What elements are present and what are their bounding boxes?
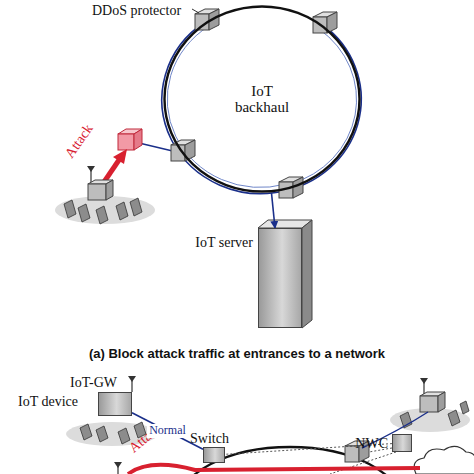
drawing-part: [64, 200, 76, 218]
drawing-part: [116, 202, 128, 220]
cloud-symbol: [414, 446, 474, 474]
ddos-protector-box: [118, 129, 142, 150]
drawing-part: [130, 198, 142, 216]
network-box: NWC: [392, 434, 412, 452]
annotation-label: IoT device: [18, 394, 78, 409]
switch-symbol: [171, 140, 195, 161]
drawing-part: [420, 378, 428, 384]
attack-line: [128, 465, 420, 474]
node-label: IoT-GW: [70, 375, 117, 390]
iot-device-symbols: [400, 401, 469, 428]
node-label: Switch: [190, 431, 229, 446]
figure-caption: (a) Block attack traffic at entrances to…: [0, 347, 474, 361]
server-side: [302, 220, 312, 328]
edge-label: Normal: [147, 424, 188, 437]
traffic-line: [288, 25, 361, 190]
network-box: Switch: [203, 447, 225, 463]
backhaul-ring: IoT backhaul: [163, 5, 361, 193]
antenna-symbol: [114, 462, 122, 468]
leader-line: [192, 9, 199, 13]
drawing-part: [420, 396, 438, 412]
gateway-symbol: [87, 166, 113, 200]
network-box: IoT-GW: [98, 392, 132, 416]
drawing-part: [460, 401, 469, 414]
drawing-part: [88, 184, 106, 200]
annotation-label: Attack: [62, 121, 96, 160]
attack-arrow: [104, 157, 121, 182]
node-label: IoT backhaul: [226, 83, 298, 116]
drawing-part: [448, 410, 460, 426]
drawing-part: [87, 166, 95, 172]
drawing-part: [78, 204, 90, 222]
drawing-part: [134, 129, 142, 150]
drawing-part: [438, 392, 445, 412]
drawing-part: [80, 424, 92, 440]
ring-outline: [165, 7, 360, 192]
drawing-part: [293, 177, 303, 198]
antenna-symbol: [128, 376, 136, 382]
node-label: IoT server: [195, 235, 253, 250]
drawing-part: [118, 134, 134, 150]
drawing-part: [96, 206, 108, 224]
drawing-part: [96, 426, 108, 442]
attack-arrowhead: [113, 149, 127, 164]
drawing-part: [106, 180, 113, 200]
network-box: IoT server: [258, 228, 302, 328]
gateway-symbol: [420, 378, 445, 412]
annotation-label: DDoS protector: [92, 3, 181, 18]
connector: [272, 193, 276, 228]
node-label: NWC: [355, 436, 388, 451]
iot-device-symbols: [64, 198, 142, 224]
switch-symbol: [195, 9, 219, 30]
